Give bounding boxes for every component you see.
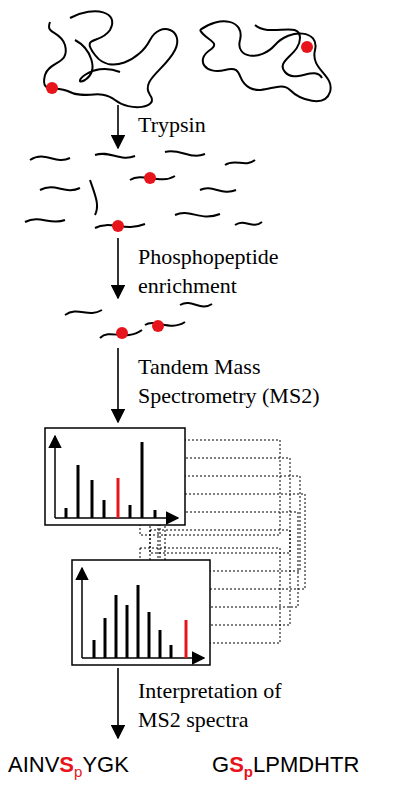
protein-chains [44,11,331,107]
sequence-part: S [229,752,244,777]
sequence-part: p [244,763,253,780]
sequence-part: G [212,752,229,777]
sequence-part: p [74,763,82,780]
step-label: Interpretation of MS2 spectra [138,676,328,734]
phosphopeptides [65,303,212,338]
sequence-part: S [59,752,74,777]
step-label: Tandem Mass Spectrometry (MS2) [138,352,353,410]
step-label: Trypsin [138,110,338,139]
peptide-fragments [25,151,262,228]
step-label: Phosphopeptide enrichment [138,242,338,300]
sequence-part: AINV [8,752,59,777]
sequence-part: YGK [82,752,128,777]
ms2-spectrum [45,428,185,525]
peptide-sequence: GSpLPMDHTR [212,752,359,780]
peptide-sequence: AINVSpYGK [8,752,129,780]
sequence-part: LPMDHTR [253,752,359,777]
ms2-spectrum [72,560,210,665]
